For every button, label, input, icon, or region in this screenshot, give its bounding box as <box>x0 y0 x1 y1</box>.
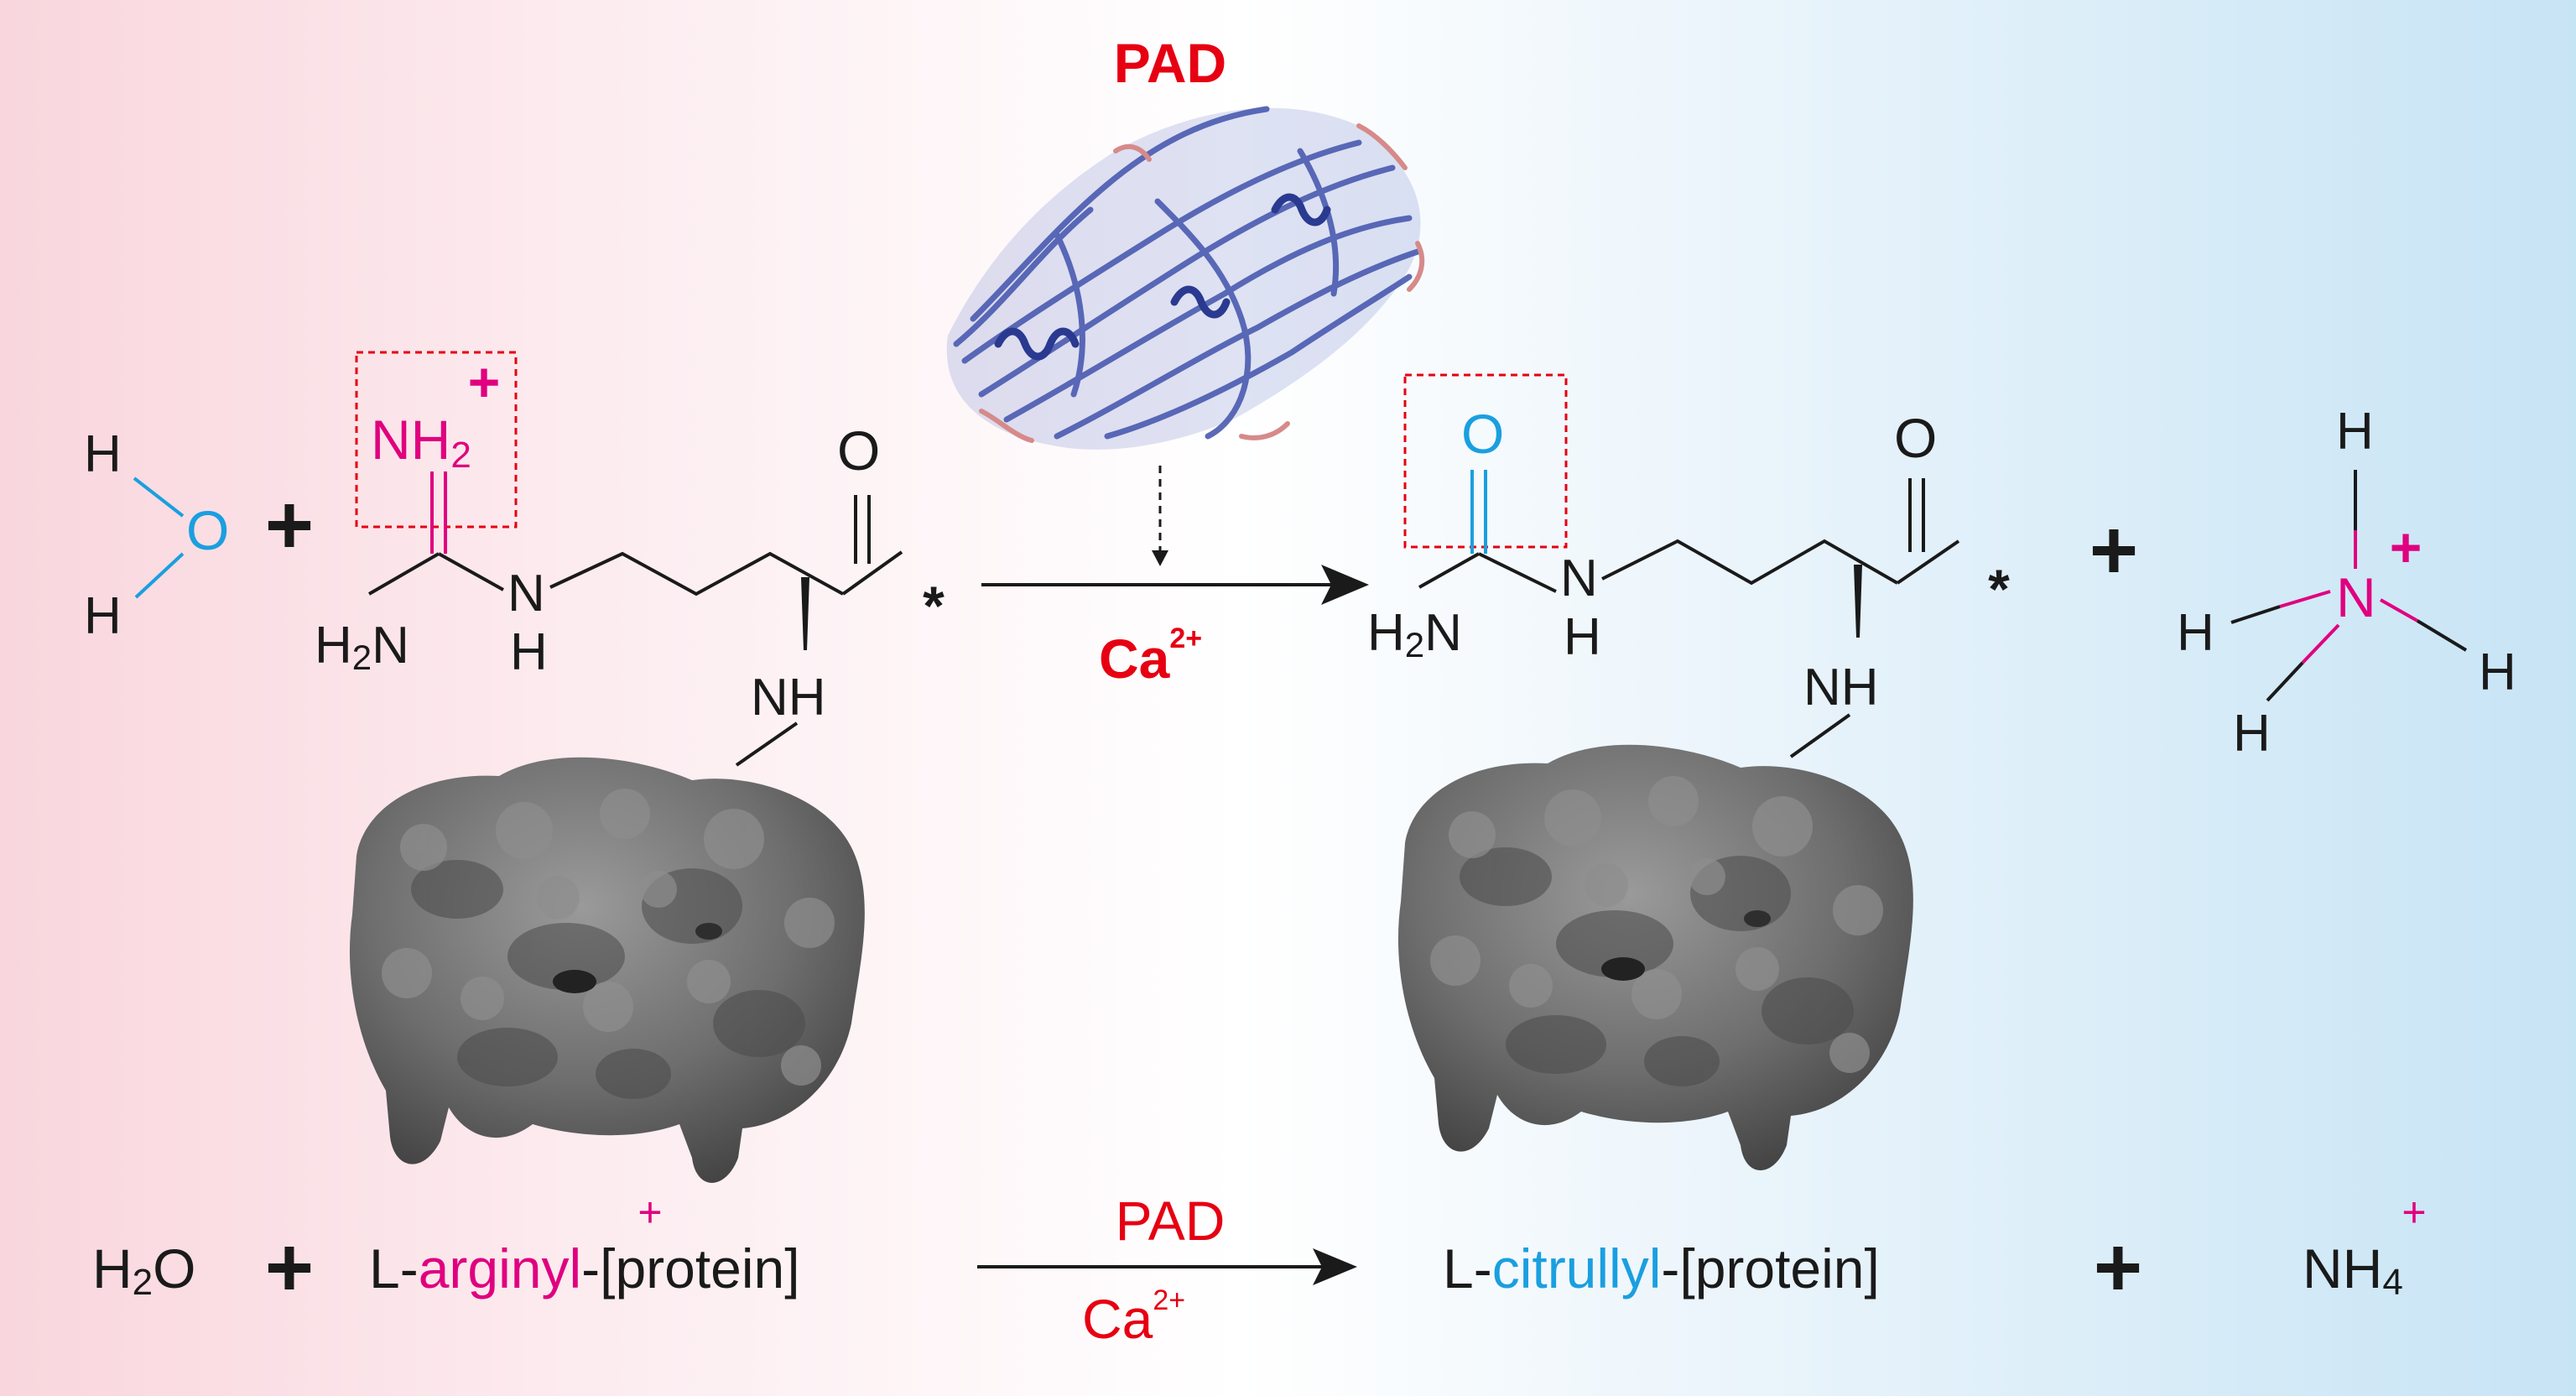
ammonium-n: N <box>2336 566 2376 628</box>
ammonium-charge: + <box>2390 516 2422 578</box>
water-h2: H <box>84 587 122 645</box>
nh2-plus-group: NH2 <box>371 409 471 476</box>
arginyl-carbonyl-o: O <box>837 419 880 482</box>
pad-enzyme-icon <box>946 106 1425 450</box>
citrullyl-urea-o: O <box>1461 403 1504 465</box>
eq-plus-1: + <box>265 1221 314 1315</box>
citrullyl-n: N <box>1560 550 1598 607</box>
arginyl-nh-h: H <box>510 623 548 681</box>
eq-ammonium-charge: + <box>2402 1189 2426 1236</box>
eq-reactant-charge: + <box>637 1189 662 1236</box>
citrullyl-residue: O H2N N H O * NH <box>1367 373 2010 758</box>
arginyl-n: N <box>507 565 545 622</box>
arginyl-residue: NH2 + H2N N H O * NH <box>315 351 945 767</box>
cofactor-label: Ca2+ <box>1099 622 1202 690</box>
eq-plus-2: + <box>2094 1221 2142 1315</box>
plus-2: + <box>2089 503 2138 597</box>
plus-1: + <box>265 478 314 572</box>
eq-water: H2O <box>92 1237 196 1303</box>
arginyl-star: * <box>923 575 945 637</box>
reaction-arrow <box>981 565 1369 605</box>
water-h1: H <box>84 425 122 483</box>
citrullyl-star: * <box>1988 558 2010 620</box>
water-o: O <box>186 499 229 561</box>
ammonium-h-top: H <box>2336 403 2374 461</box>
guanidinium-highlight-box <box>355 351 518 529</box>
enzyme-label: PAD <box>1114 32 1226 94</box>
ammonium-ion: N + H H H H <box>2177 403 2516 763</box>
dashed-arrow-head <box>1152 550 1168 566</box>
citrullyl-nh-h: H <box>1564 608 1601 666</box>
summary-equation: H2O + L-arginyl-[protein] + PAD Ca2+ L-c… <box>92 1189 2427 1350</box>
arginyl-charge: + <box>468 351 501 413</box>
protein-surface-icon-right <box>1397 744 1913 1170</box>
eq-arrow-bottom-label: Ca2+ <box>1082 1284 1185 1350</box>
arginyl-alpha-nh: NH <box>751 669 826 727</box>
water-molecule: H O H <box>84 425 229 645</box>
ammonium-h-right: H <box>2479 643 2516 701</box>
eq-arrow-top-label: PAD <box>1116 1190 1226 1252</box>
protein-surface-icon-left <box>349 757 865 1183</box>
citrullyl-carbonyl-o: O <box>1894 407 1937 469</box>
citrullyl-h2n: H2N <box>1367 604 1462 664</box>
ammonium-h-bottom: H <box>2233 705 2271 763</box>
arginyl-h2n: H2N <box>315 617 409 677</box>
eq-reactant: L-arginyl-[protein] <box>369 1237 800 1300</box>
eq-ammonium: NH4 <box>2303 1237 2403 1303</box>
citrullyl-alpha-nh: NH <box>1803 659 1879 716</box>
ammonium-h-left: H <box>2177 604 2214 662</box>
eq-product: L-citrullyl-[protein] <box>1443 1237 1880 1300</box>
